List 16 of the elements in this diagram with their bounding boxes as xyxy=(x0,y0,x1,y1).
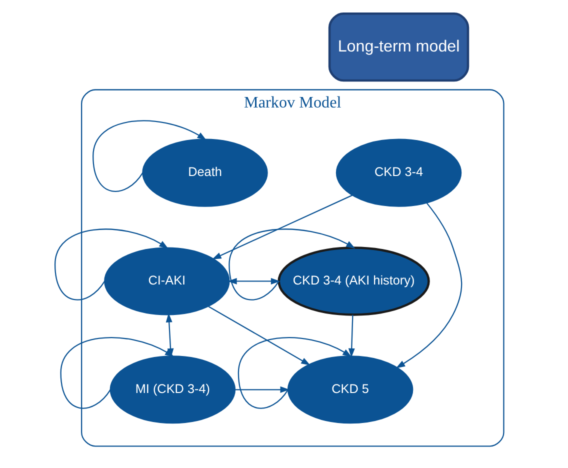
arrow xyxy=(208,305,310,365)
arrow xyxy=(396,202,462,368)
node-ellipse: CKD 3-4 xyxy=(336,138,462,206)
arrow xyxy=(228,277,280,284)
node-ellipse: Death xyxy=(142,138,268,206)
arrow xyxy=(92,120,206,192)
arrow xyxy=(235,386,290,392)
arrow xyxy=(238,336,352,408)
arrow xyxy=(212,194,353,259)
arrow xyxy=(54,228,168,300)
arrow xyxy=(348,314,355,358)
arrow xyxy=(228,228,356,300)
node-ellipse: CI-AKI xyxy=(104,246,230,315)
node-ellipse: CKD 3-4 (AKI history) xyxy=(278,246,430,316)
node-ellipse: MI (CKD 3-4) xyxy=(110,355,236,424)
node-box: Long-term model xyxy=(328,12,470,82)
